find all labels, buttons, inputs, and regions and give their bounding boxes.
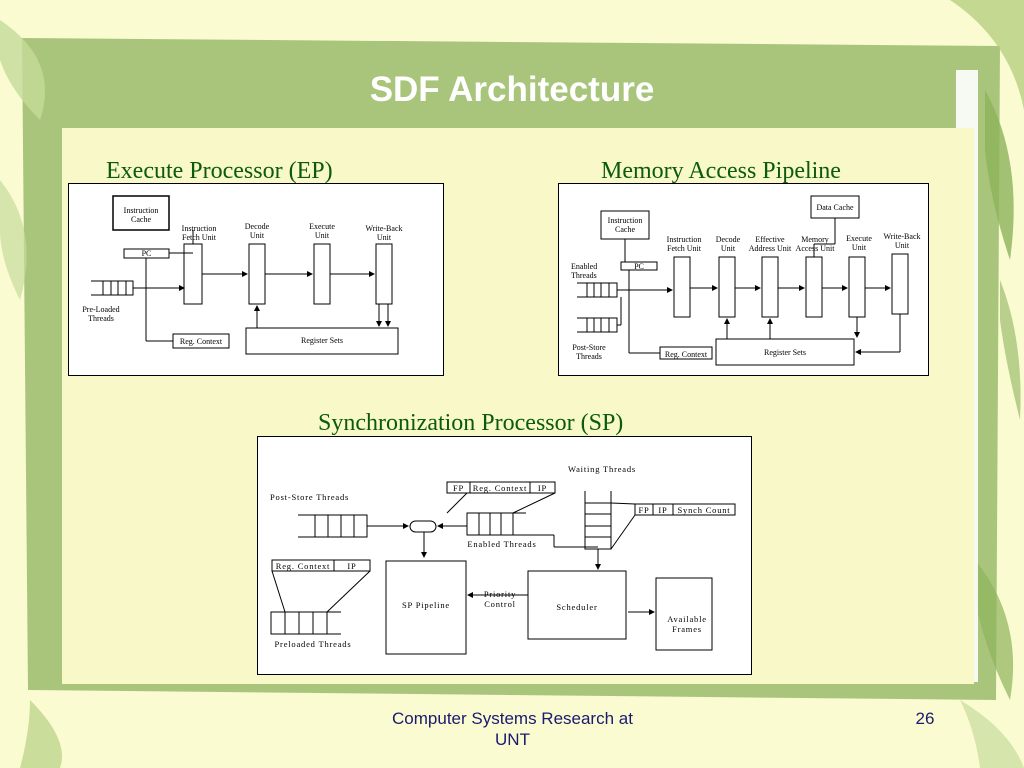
sp-reg-context-label: Reg. Context	[472, 483, 528, 493]
sp-diagram: Waiting Threads Post-Store Threads FP Re…	[257, 436, 752, 675]
sp-scheduler-label: Scheduler	[556, 602, 598, 612]
sp-enabled-label: Enabled Threads	[467, 539, 537, 549]
sp-ip-label: IP	[537, 483, 548, 493]
ep-heading: Execute Processor (EP)	[106, 158, 333, 184]
sp-sync-ip-label: IP	[658, 505, 668, 515]
page-number: 26	[915, 709, 935, 728]
map-heading: Memory Access Pipeline	[601, 158, 841, 184]
ep-pc-label: PC	[141, 249, 152, 258]
sp-heading: Synchronization Processor (SP)	[318, 410, 624, 436]
sp-fp-label: FP	[452, 483, 465, 493]
sp-sync-count-label: Synch Count	[677, 505, 731, 515]
sp-poststore-label: Post-Store Threads	[270, 492, 350, 502]
map-data-cache-label: Data Cache	[816, 203, 854, 212]
ep-reg-context-label: Reg. Context	[179, 337, 223, 346]
slide-title: SDF Architecture	[369, 70, 655, 109]
sp-ip2-label: IP	[347, 561, 357, 571]
sp-waiting-label: Waiting Threads	[567, 464, 637, 474]
sp-pipeline-label: SP Pipeline	[402, 600, 450, 610]
map-pc-label: PC	[634, 262, 644, 271]
ep-register-sets-label: Register Sets	[301, 336, 343, 345]
sp-sync-fp-label: FP	[638, 505, 650, 515]
sp-preloaded-label: Preloaded Threads	[274, 639, 352, 649]
map-reg-context-label: Reg. Context	[664, 350, 708, 359]
map-register-sets-label: Register Sets	[764, 348, 806, 357]
sp-reg-context2-label: Reg. Context	[275, 561, 331, 571]
footer-text: Computer Systems Research at UNT	[392, 709, 633, 749]
